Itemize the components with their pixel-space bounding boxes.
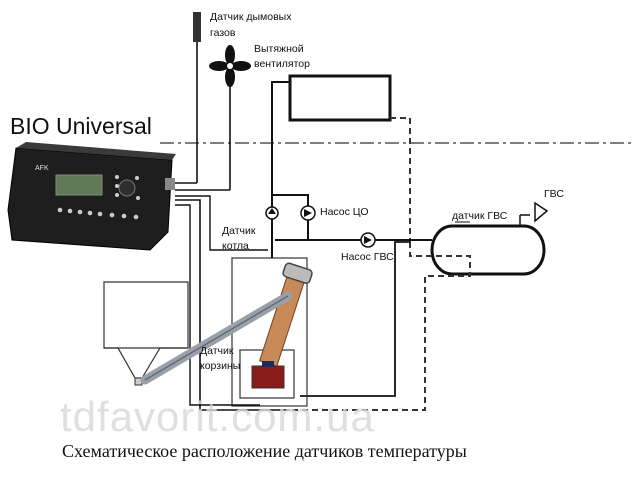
dhw-label: ГВС (544, 188, 564, 200)
flue-sensor-label: Датчик дымовых газов (210, 11, 292, 39)
flue-sensor-probe (193, 12, 201, 42)
exhaust-fan-label: Вытяжной вентилятор (254, 43, 310, 70)
co-pump-label: Насос ЦО (320, 206, 369, 218)
burner-head (251, 365, 285, 389)
controller-logo: AFK (35, 165, 49, 172)
dhw-sensor-label: датчик ГВС (452, 210, 508, 222)
controller-display (55, 174, 103, 196)
watermark: tdfavorit.com.ua (60, 393, 375, 440)
radiator (288, 74, 392, 122)
brand-title: BIO Universal (10, 113, 152, 139)
basket-sensor-label: Датчик корзины (200, 345, 241, 372)
dhw-pump-label: Насос ГВС (341, 251, 394, 263)
dhw-tank (430, 224, 546, 276)
controller-body (7, 147, 173, 251)
dhw-outlet-arrow (534, 201, 549, 223)
boiler-sensor-label: Датчик котла (222, 225, 256, 252)
figure-caption: Схематическое расположение датчиков темп… (62, 441, 467, 461)
exhaust-fan-icon (209, 45, 251, 87)
